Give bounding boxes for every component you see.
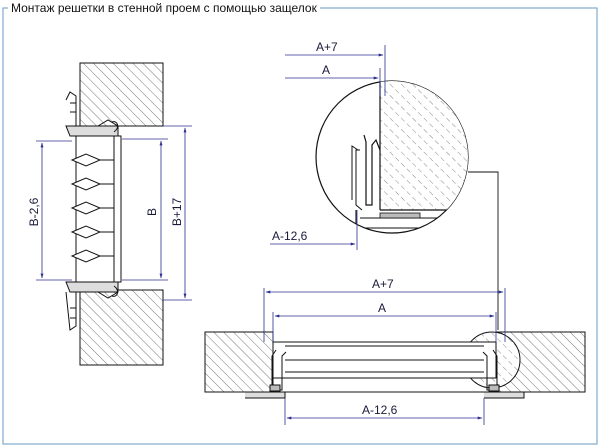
wall-left (204, 331, 274, 393)
bottom-dim-a-minus: A-12,6 (362, 403, 398, 417)
dim-b-minus: B-2,6 (27, 197, 41, 226)
left-dimensions (36, 125, 192, 301)
bottom-dim-a-plus: A+7 (372, 277, 394, 291)
left-section-view: B-2,6 B B+17 (27, 62, 192, 366)
wall-bottom (79, 289, 164, 366)
wall-top (79, 62, 164, 127)
grille-body (113, 135, 122, 283)
dim-b-plus: B+17 (170, 197, 184, 226)
detail-view: A+7 A A-12,6 (270, 40, 499, 330)
louver-blades (70, 153, 102, 263)
detail-dim-a: A (322, 63, 330, 77)
drawing-title: Монтаж решетки в стенной проем с помощью… (8, 1, 320, 15)
detail-leader (468, 171, 499, 330)
bottom-dimensions (263, 288, 506, 425)
grille-frame-horizontal (245, 341, 525, 399)
bottom-frame-profile (65, 281, 119, 331)
detail-dimensions (270, 45, 386, 250)
detail-dim-a-minus: A-12,6 (272, 229, 308, 243)
bottom-dim-a: A (378, 301, 386, 315)
bottom-section-view: A+7 A A-12,6 (204, 277, 586, 425)
detail-dim-a-plus: A+7 (316, 40, 338, 54)
dim-b: B (145, 208, 159, 216)
